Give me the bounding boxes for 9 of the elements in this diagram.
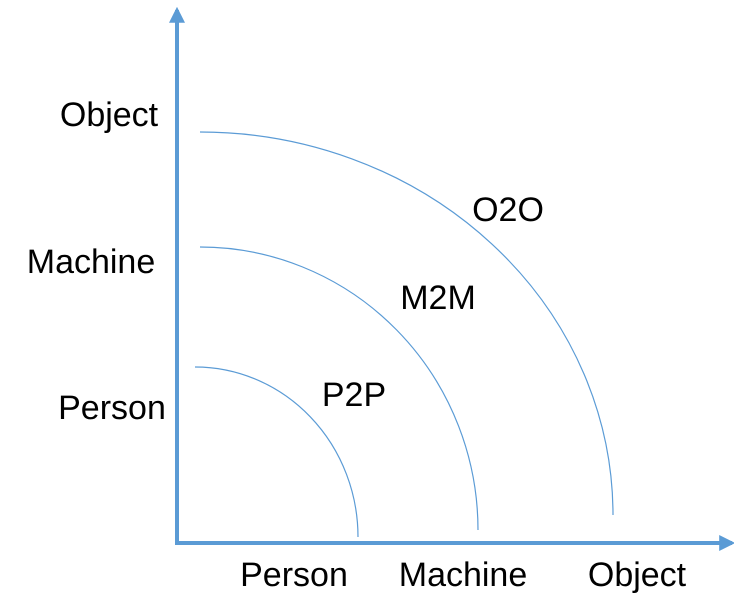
x-axis-label: Machine	[398, 558, 528, 592]
curve-label: O2O	[472, 193, 544, 227]
x-axis-label: Person	[240, 558, 348, 592]
x-axis-label: Object	[588, 558, 686, 592]
y-axis-label: Object	[60, 98, 158, 132]
y-axis-label: Machine	[26, 245, 156, 279]
curve-label: P2P	[322, 378, 386, 412]
curve-label: M2M	[400, 281, 476, 315]
y-axis-label: Person	[58, 391, 166, 425]
